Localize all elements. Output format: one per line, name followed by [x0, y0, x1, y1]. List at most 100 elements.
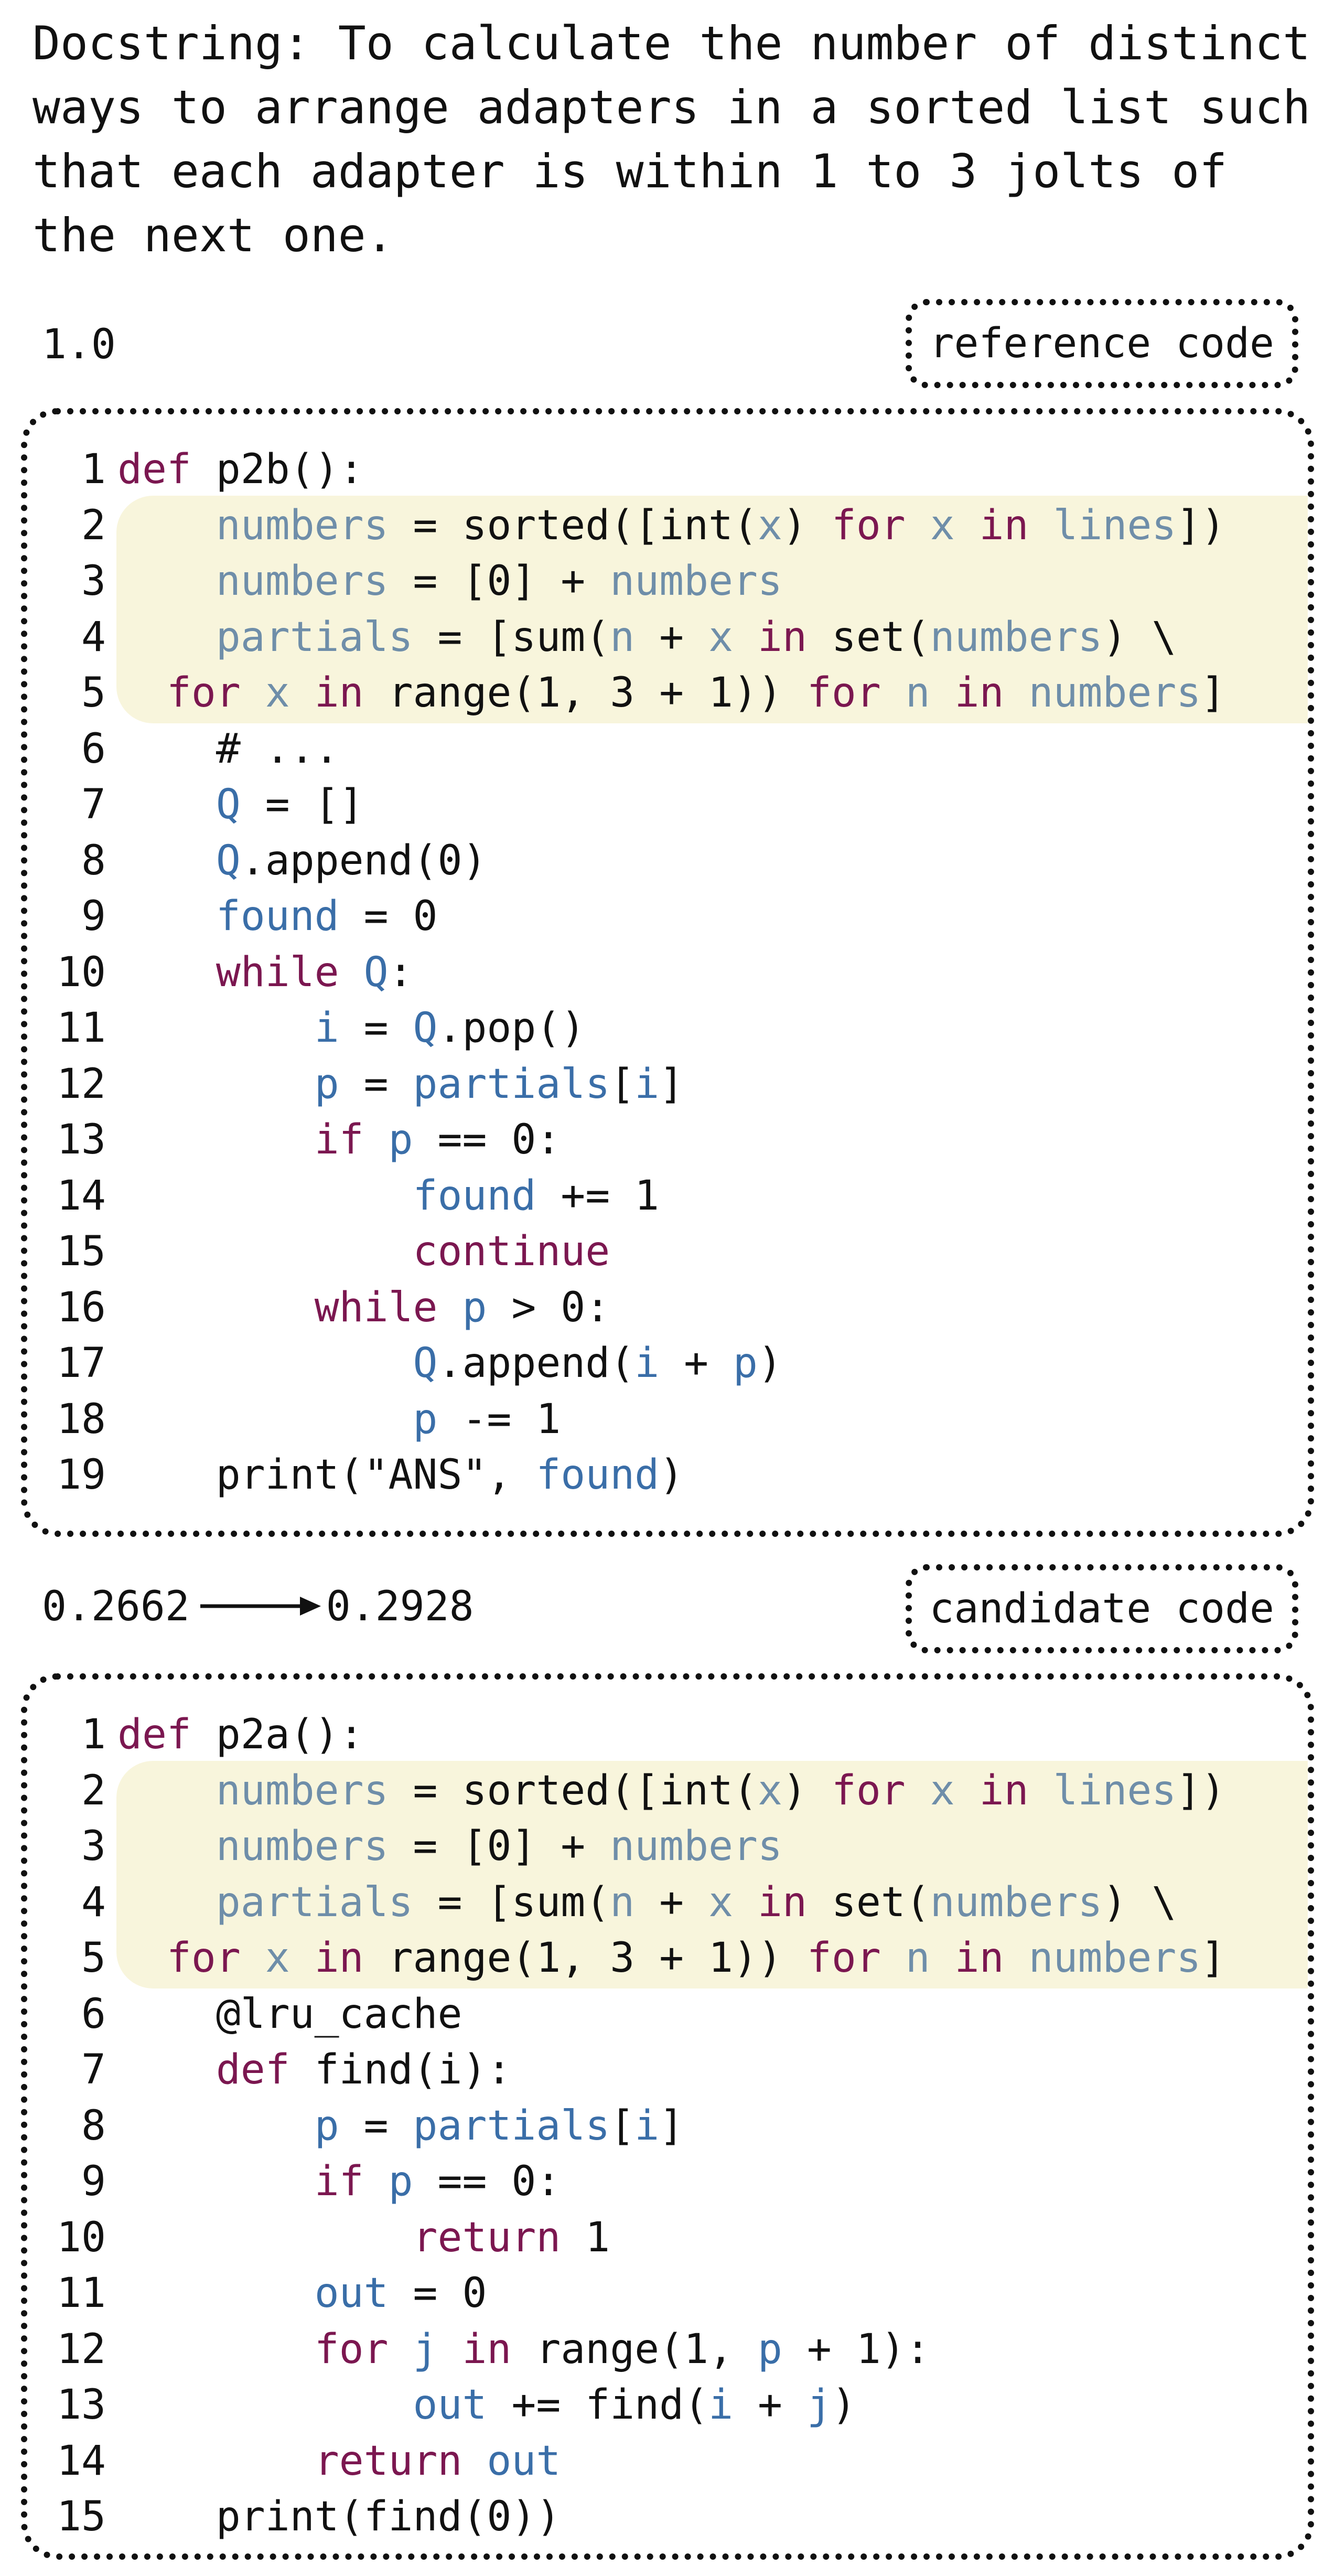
line-number: 4 — [81, 1878, 106, 1926]
line-number: 7 — [81, 781, 106, 828]
code-token: n — [610, 613, 635, 661]
code-token: return — [314, 2437, 487, 2485]
code-text: p = partials[i] — [117, 1056, 684, 1113]
code-token: for — [831, 1767, 930, 1814]
code-token: = [sum( — [413, 1878, 610, 1926]
line-number: 14 — [57, 1172, 106, 1220]
code-token: = [0] + — [388, 558, 610, 605]
code-token: i — [634, 1340, 660, 1387]
line-number: 14 — [57, 2437, 106, 2485]
code-line: 15 print(find(0)) — [27, 2489, 1308, 2545]
code-token: @lru_cache — [117, 1990, 462, 2038]
line-number: 4 — [81, 613, 106, 661]
code-token: range(1, 3 + 1)) — [388, 1934, 807, 1982]
code-token — [117, 781, 216, 828]
code-token — [117, 949, 216, 996]
code-token — [117, 614, 216, 661]
code-text: while Q: — [117, 945, 413, 1001]
code-token: x — [757, 1767, 782, 1814]
code-token: p — [757, 2325, 782, 2373]
code-line: 18 p -= 1 — [27, 1392, 1308, 1448]
code-token: in — [979, 1767, 1053, 1814]
code-token: return — [413, 2214, 586, 2261]
code-token: .append( — [437, 1340, 635, 1387]
code-token: p — [388, 2158, 413, 2205]
code-token: ]) — [1176, 1767, 1226, 1814]
code-token — [117, 502, 216, 549]
code-token: for — [166, 669, 265, 717]
code-token: for — [806, 669, 906, 717]
code-token: partials — [216, 613, 413, 661]
code-token: in — [758, 1878, 832, 1926]
code-token: = sorted([int( — [388, 1767, 758, 1814]
code-token: ] — [1201, 1934, 1226, 1982]
code-text: partials = [sum(n + x in set(numbers) \ — [117, 610, 1177, 666]
code-token: numbers — [1028, 1934, 1201, 1982]
code-token — [117, 1879, 216, 1926]
code-token: .pop() — [437, 1004, 586, 1052]
code-token: x — [265, 669, 315, 717]
code-text: i = Q.pop() — [117, 1000, 586, 1056]
code-token: def — [216, 2046, 315, 2093]
code-token: continue — [413, 1228, 610, 1275]
code-line: 17 Q.append(i + p) — [27, 1335, 1308, 1392]
reference-code-tag: reference code — [905, 299, 1298, 388]
code-token: p — [388, 1116, 413, 1163]
line-number: 12 — [57, 2325, 106, 2373]
line-number: 3 — [81, 1823, 106, 1870]
code-token: x — [265, 1934, 315, 1982]
code-token: print("ANS", — [117, 1451, 536, 1499]
code-token: numbers — [610, 558, 782, 605]
code-token: print(find(0)) — [117, 2493, 561, 2540]
line-number: 15 — [57, 2493, 106, 2540]
code-token — [117, 893, 216, 940]
code-token: in — [758, 613, 832, 661]
code-line: 13 if p == 0: — [27, 1112, 1308, 1168]
code-token: = — [339, 2102, 413, 2150]
code-token: = — [339, 1004, 413, 1052]
code-token: in — [979, 501, 1053, 549]
score-arrow-icon — [200, 1596, 321, 1616]
code-token: = [] — [240, 781, 364, 828]
code-token: in — [954, 1934, 1029, 1982]
candidate-code-tag: candidate code — [905, 1564, 1298, 1653]
code-token: ) — [782, 1767, 832, 1814]
code-token: + — [634, 613, 709, 661]
code-line: 4 partials = [sum(n + x in set(numbers) … — [27, 1875, 1308, 1931]
line-number: 3 — [81, 558, 106, 605]
code-text: found = 0 — [117, 889, 438, 945]
code-token: Q — [413, 1004, 438, 1052]
code-token: > 0: — [487, 1284, 610, 1331]
code-token: ) \ — [1102, 613, 1177, 661]
line-number: 2 — [81, 501, 106, 549]
code-token: def — [117, 446, 216, 493]
code-token: numbers — [610, 1823, 782, 1870]
code-text: while p > 0: — [117, 1280, 610, 1336]
code-token: range(1, — [536, 2325, 758, 2373]
code-token: ]) — [1176, 501, 1226, 549]
code-token — [117, 2326, 315, 2373]
code-line: 12 for j in range(1, p + 1): — [27, 2322, 1308, 2378]
code-line: 6 # ... — [27, 721, 1308, 777]
code-token: if — [314, 1116, 389, 1163]
code-line: 11 i = Q.pop() — [27, 1000, 1308, 1056]
code-line: 16 while p > 0: — [27, 1280, 1308, 1336]
code-token: in — [314, 669, 389, 717]
line-number: 17 — [57, 1340, 106, 1387]
code-token: -= 1 — [437, 1395, 561, 1443]
code-token: = [0] + — [388, 1823, 610, 1870]
code-token: found — [216, 893, 339, 940]
code-line: 2 numbers = sorted([int(x) for x in line… — [27, 1763, 1308, 1819]
code-line: 2 numbers = sorted([int(x) for x in line… — [27, 498, 1308, 554]
code-token: in — [954, 669, 1029, 717]
code-token — [117, 1934, 167, 1982]
code-token — [117, 1767, 216, 1814]
line-number: 18 — [57, 1395, 106, 1443]
code-token: = [sum( — [413, 613, 610, 661]
code-token: for — [806, 1934, 906, 1982]
line-number: 8 — [81, 837, 106, 884]
code-token: + — [659, 1340, 734, 1387]
code-token: while — [314, 1284, 462, 1331]
code-token: + — [733, 2381, 807, 2429]
